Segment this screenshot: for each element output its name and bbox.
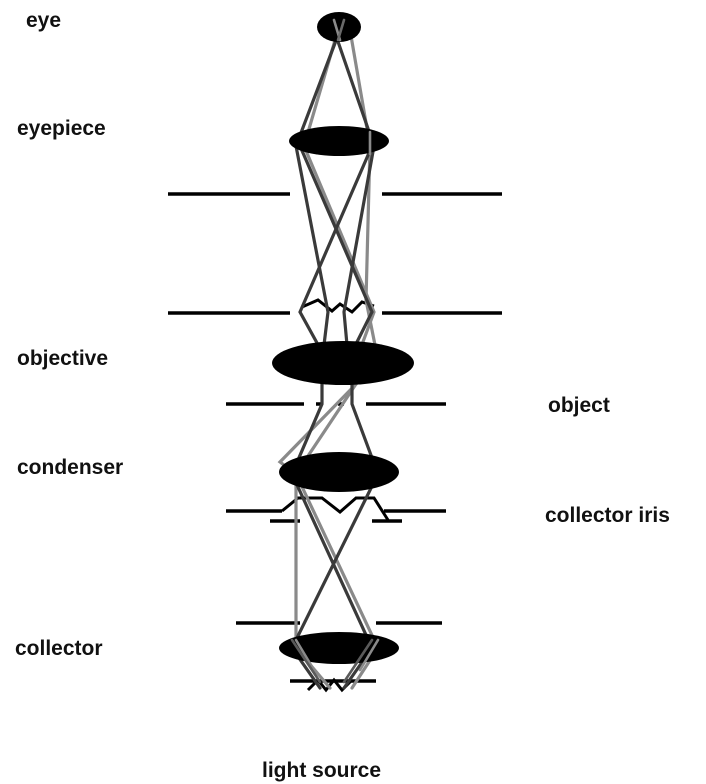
ray-gray-3 bbox=[302, 144, 376, 352]
label-collector-iris: collector iris bbox=[545, 504, 670, 527]
label-light-source: light source bbox=[262, 759, 382, 782]
label-condenser: condenser bbox=[17, 456, 124, 479]
label-object: object bbox=[548, 394, 610, 417]
label-collector: collector bbox=[15, 637, 103, 660]
label-eyepiece: eyepiece bbox=[17, 117, 106, 140]
eye-lens bbox=[317, 12, 361, 42]
ray-dark-6 bbox=[298, 144, 374, 354]
collector-iris-mark bbox=[281, 496, 390, 521]
ray-over-collector-2 bbox=[358, 638, 380, 672]
ray-over-collector-4 bbox=[342, 638, 374, 684]
objective-lens bbox=[272, 341, 414, 385]
rays-over-lenses bbox=[290, 18, 380, 684]
ray-dark-3 bbox=[294, 28, 342, 380]
condenser-lens bbox=[279, 452, 399, 492]
ray-over-collector-1 bbox=[294, 638, 316, 672]
intermediate-image-mark bbox=[301, 298, 375, 314]
ray-dark-5 bbox=[298, 144, 374, 354]
ray-over-eye-2 bbox=[336, 18, 346, 42]
lenses bbox=[272, 12, 414, 664]
label-eye: eye bbox=[26, 9, 62, 32]
field-planes bbox=[168, 192, 502, 683]
ray-over-collector-3 bbox=[290, 638, 322, 684]
label-objective: objective bbox=[17, 347, 109, 370]
eyepiece-lens bbox=[289, 126, 389, 156]
